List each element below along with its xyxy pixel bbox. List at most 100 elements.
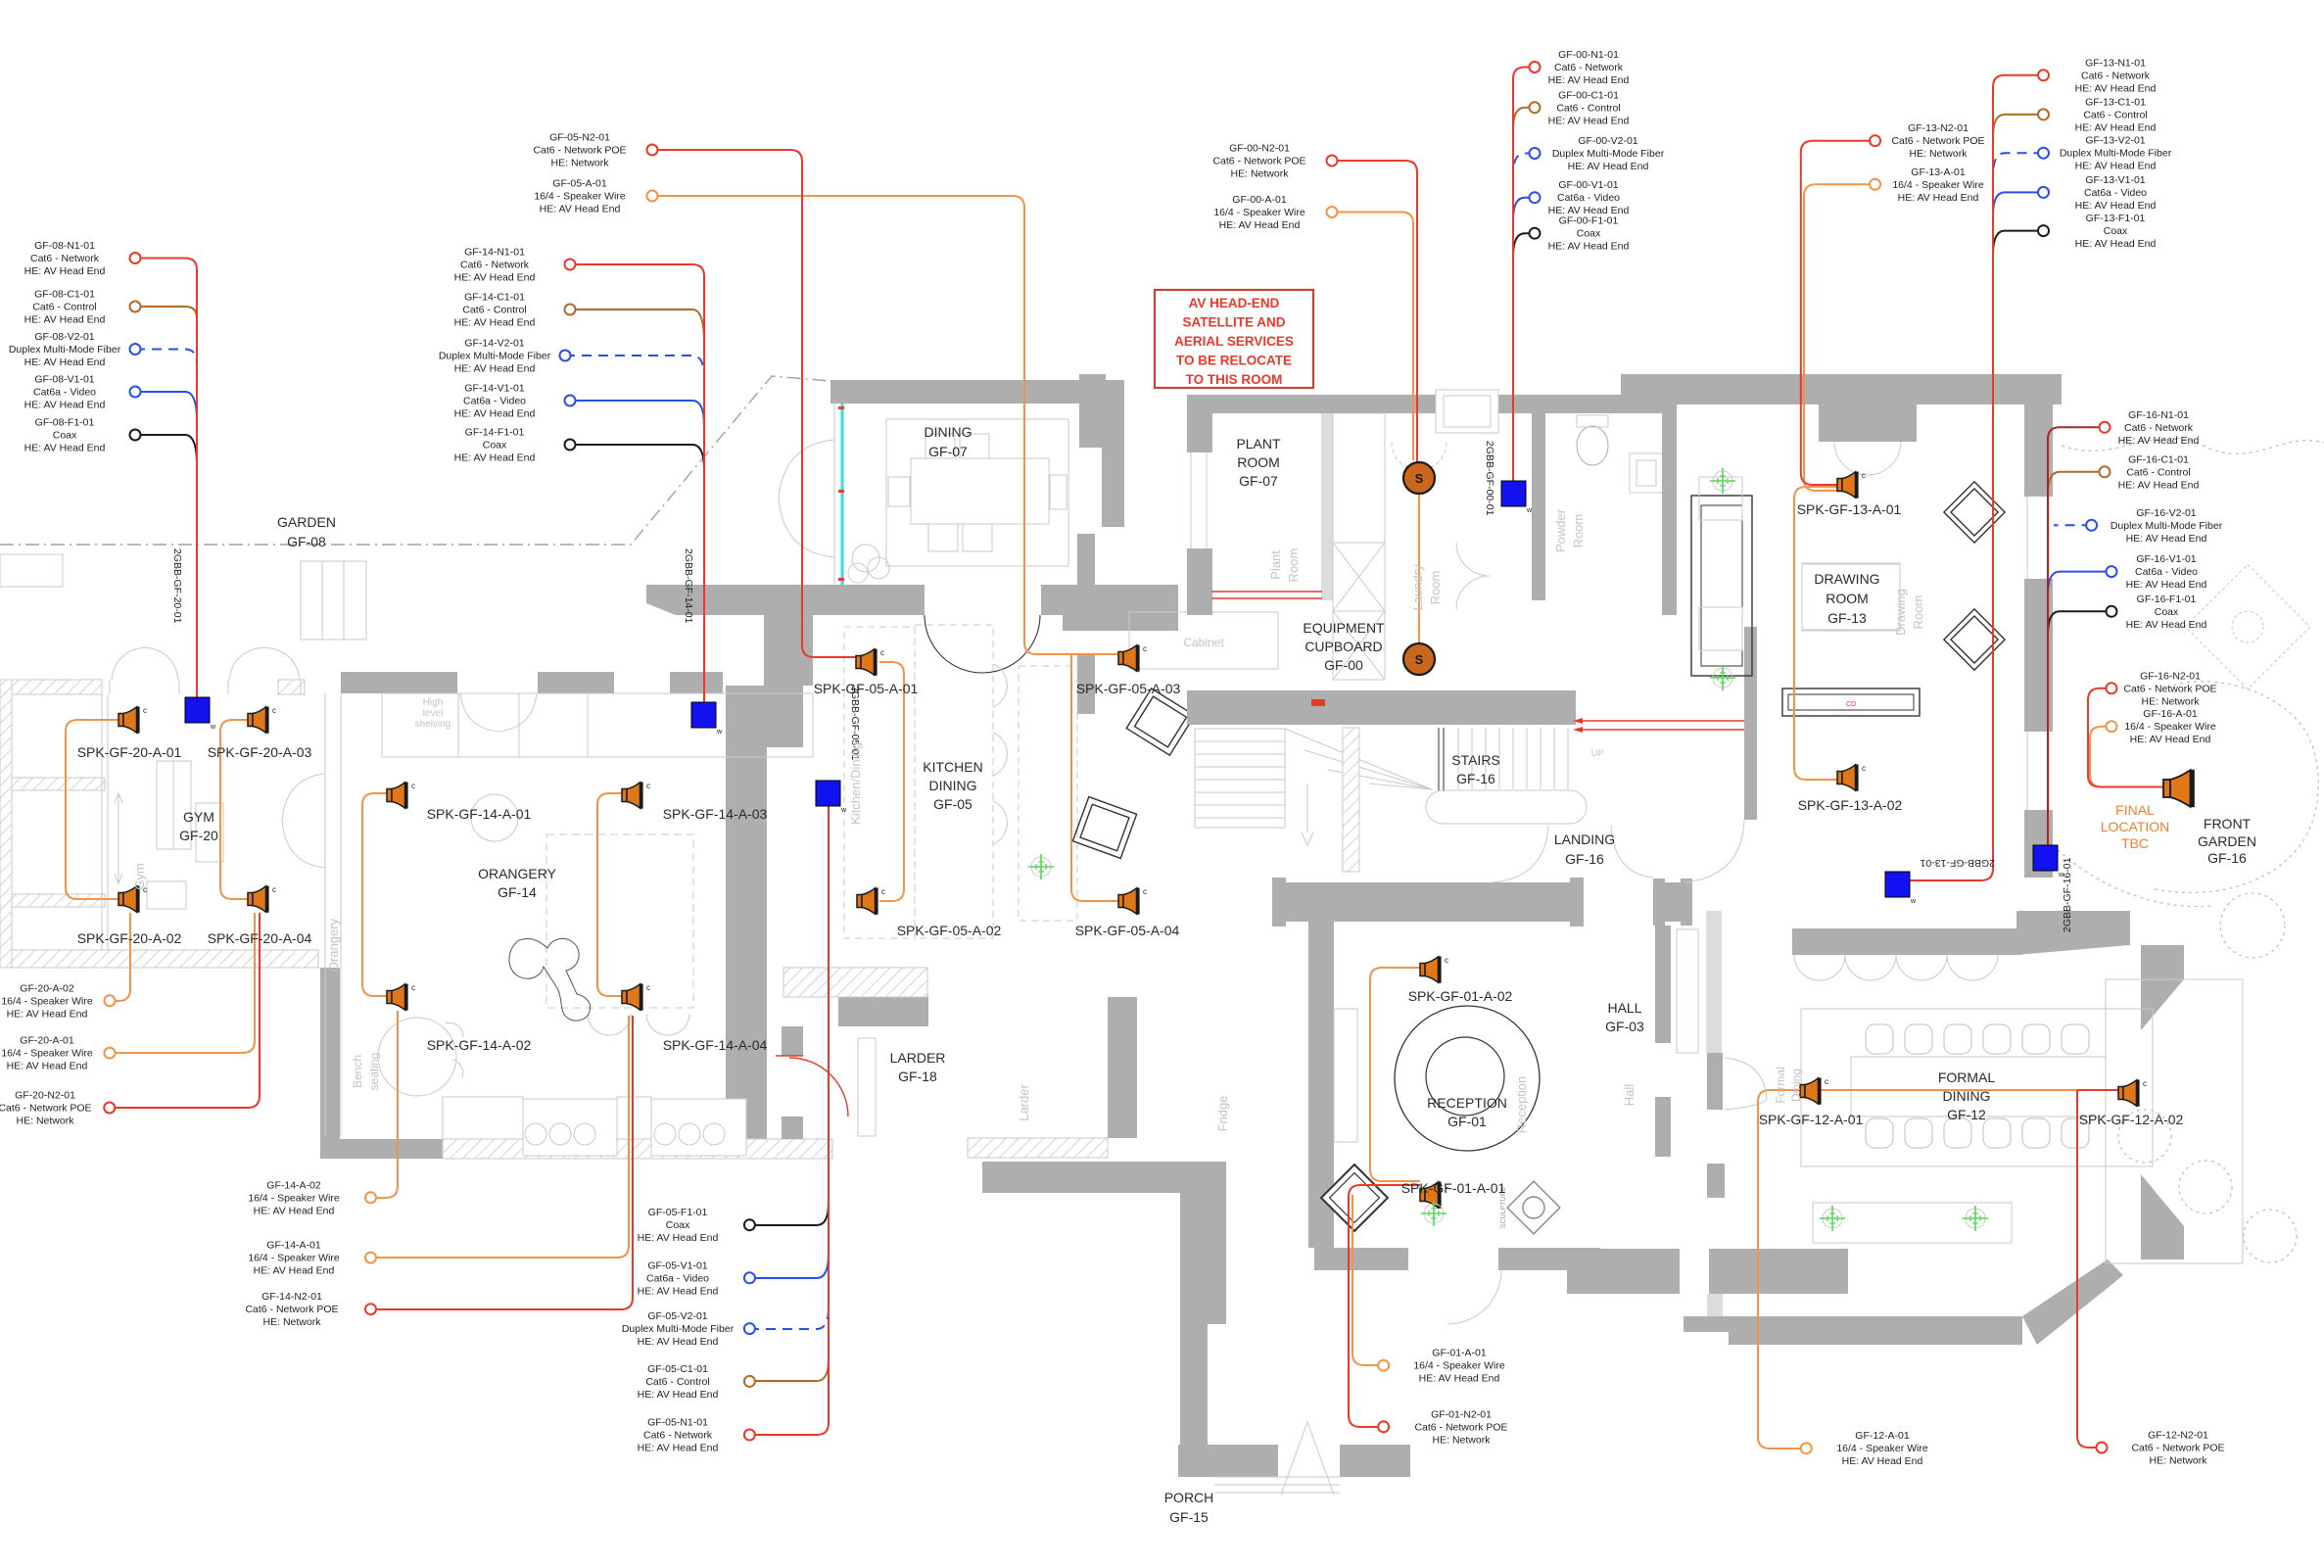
- svg-text:SPK-GF-13-A-01: SPK-GF-13-A-01: [1797, 501, 1902, 517]
- svg-text:KITCHEN: KITCHEN: [923, 759, 982, 775]
- svg-text:HE: AV Head End: HE: AV Head End: [24, 314, 106, 326]
- svg-text:FRONT: FRONT: [2204, 816, 2252, 832]
- svg-text:HE: AV Head End: HE: AV Head End: [24, 443, 106, 454]
- svg-text:16/4 - Speaker Wire: 16/4 - Speaker Wire: [1, 1048, 93, 1060]
- svg-text:PLANT: PLANT: [1236, 436, 1281, 451]
- svg-text:Cat6 - Control: Cat6 - Control: [645, 1376, 709, 1388]
- svg-text:TO BE RELOCATE: TO BE RELOCATE: [1176, 354, 1292, 368]
- svg-text:w: w: [2058, 872, 2064, 879]
- svg-text:16/4 - Speaker Wire: 16/4 - Speaker Wire: [1, 995, 93, 1007]
- svg-text:GF-08-N1-01: GF-08-N1-01: [34, 240, 95, 252]
- svg-text:AERIAL SERVICES: AERIAL SERVICES: [1174, 334, 1294, 349]
- svg-text:SPK-GF-20-A-01: SPK-GF-20-A-01: [77, 744, 182, 760]
- svg-text:Room: Room: [1911, 595, 1925, 630]
- svg-text:GF-05-V1-01: GF-05-V1-01: [647, 1259, 707, 1271]
- svg-text:GF-16-C1-01: GF-16-C1-01: [2128, 453, 2189, 465]
- svg-text:16/4 - Speaker Wire: 16/4 - Speaker Wire: [1836, 1443, 1928, 1454]
- svg-text:HE: AV Head End: HE: AV Head End: [638, 1336, 719, 1348]
- svg-text:c: c: [411, 983, 415, 992]
- svg-text:SCULPTURE: SCULPTURE: [1500, 1186, 1507, 1228]
- svg-text:HE: AV Head End: HE: AV Head End: [454, 452, 536, 464]
- svg-text:ORANGERY: ORANGERY: [478, 866, 557, 881]
- svg-text:Cat6a - Video: Cat6a - Video: [463, 396, 526, 407]
- svg-text:HE: AV Head End: HE: AV Head End: [1419, 1373, 1500, 1385]
- svg-text:Cat6 - Network POE: Cat6 - Network POE: [2131, 1443, 2224, 1454]
- svg-text:SPK-GF-14-A-04: SPK-GF-14-A-04: [663, 1037, 768, 1053]
- svg-text:HALL: HALL: [1607, 1000, 1641, 1016]
- svg-text:Reception: Reception: [1514, 1076, 1529, 1134]
- svg-text:GF-20-A-01: GF-20-A-01: [20, 1035, 74, 1047]
- svg-text:16/4 - Speaker Wire: 16/4 - Speaker Wire: [1213, 207, 1305, 218]
- svg-text:c: c: [880, 648, 884, 657]
- svg-text:GF-14-V1-01: GF-14-V1-01: [464, 383, 524, 395]
- svg-text:HE: Network: HE: Network: [2142, 695, 2201, 707]
- svg-text:Dining: Dining: [1789, 1069, 1803, 1102]
- svg-text:Duplex Multi-Mode Fiber: Duplex Multi-Mode Fiber: [622, 1323, 735, 1335]
- svg-text:Cat6 - Control: Cat6 - Control: [462, 305, 526, 316]
- svg-text:HE: AV Head End: HE: AV Head End: [1842, 1455, 1923, 1467]
- svg-text:c: c: [646, 983, 650, 992]
- svg-text:GARDEN: GARDEN: [2198, 833, 2256, 849]
- svg-text:DRAWING: DRAWING: [1814, 571, 1879, 587]
- svg-text:16/4 - Speaker Wire: 16/4 - Speaker Wire: [2124, 721, 2216, 733]
- svg-text:HE: AV Head End: HE: AV Head End: [254, 1205, 335, 1216]
- svg-text:Kitchen/Dining: Kitchen/Dining: [848, 742, 863, 825]
- svg-text:GF-00-C1-01: GF-00-C1-01: [1558, 89, 1619, 101]
- svg-text:w: w: [1910, 898, 1917, 905]
- svg-text:HE: AV Head End: HE: AV Head End: [1548, 74, 1630, 86]
- svg-text:2GBB-GF-14-01: 2GBB-GF-14-01: [683, 548, 694, 624]
- svg-text:DINING: DINING: [1943, 1088, 1991, 1104]
- svg-text:Duplex Multi-Mode Fiber: Duplex Multi-Mode Fiber: [9, 344, 121, 356]
- svg-text:GF-16-F1-01: GF-16-F1-01: [2137, 594, 2197, 605]
- svg-text:HE: Network: HE: Network: [263, 1316, 322, 1328]
- svg-text:Coax: Coax: [1577, 228, 1601, 240]
- svg-text:SPK-GF-01-A-02: SPK-GF-01-A-02: [1408, 988, 1513, 1004]
- svg-text:Formal: Formal: [1774, 1067, 1787, 1103]
- svg-text:GF-05-C1-01: GF-05-C1-01: [647, 1363, 708, 1375]
- svg-text:ROOM: ROOM: [1237, 454, 1280, 470]
- svg-text:EQUIPMENT: EQUIPMENT: [1303, 620, 1385, 636]
- svg-text:Duplex Multi-Mode Fiber: Duplex Multi-Mode Fiber: [2111, 520, 2223, 532]
- svg-text:Cat6 - Control: Cat6 - Control: [1556, 102, 1620, 114]
- svg-text:HE: AV Head End: HE: AV Head End: [2118, 479, 2200, 491]
- svg-text:Fridge: Fridge: [1215, 1096, 1230, 1132]
- svg-text:GF-20-A-02: GF-20-A-02: [20, 982, 74, 994]
- svg-text:HE: AV Head End: HE: AV Head End: [454, 317, 536, 329]
- svg-text:HE: AV Head End: HE: AV Head End: [2075, 121, 2157, 133]
- svg-text:Room: Room: [1286, 548, 1301, 583]
- svg-text:GF-16: GF-16: [1565, 851, 1604, 867]
- svg-text:HE: AV Head End: HE: AV Head End: [638, 1232, 719, 1244]
- svg-text:GF-16-N1-01: GF-16-N1-01: [2128, 409, 2189, 421]
- svg-text:DINING: DINING: [929, 778, 977, 793]
- svg-text:HE: AV Head End: HE: AV Head End: [1548, 115, 1630, 126]
- svg-text:GF-05-F1-01: GF-05-F1-01: [648, 1207, 708, 1218]
- svg-text:GF-20-N2-01: GF-20-N2-01: [15, 1090, 75, 1102]
- svg-text:SPK-GF-20-A-02: SPK-GF-20-A-02: [77, 930, 182, 946]
- svg-text:SPK-GF-14-A-03: SPK-GF-14-A-03: [663, 806, 768, 822]
- svg-text:Cat6a - Video: Cat6a - Video: [33, 387, 96, 399]
- svg-text:Cat6 - Network: Cat6 - Network: [1554, 62, 1624, 73]
- svg-text:Coax: Coax: [2155, 606, 2179, 618]
- svg-text:Laundry: Laundry: [1410, 564, 1425, 610]
- svg-text:Cat6a - Video: Cat6a - Video: [1557, 192, 1620, 204]
- svg-text:Cat6 - Network POE: Cat6 - Network POE: [533, 145, 626, 157]
- svg-text:Cat6 - Network POE: Cat6 - Network POE: [2123, 683, 2216, 694]
- svg-text:GF-08-V1-01: GF-08-V1-01: [34, 374, 94, 386]
- svg-text:level: level: [423, 708, 444, 719]
- svg-text:LANDING: LANDING: [1554, 832, 1615, 847]
- svg-text:PORCH: PORCH: [1164, 1490, 1214, 1505]
- svg-text:DINING: DINING: [925, 424, 972, 440]
- svg-text:HE: AV Head End: HE: AV Head End: [2075, 200, 2157, 212]
- svg-text:Cat6a - Video: Cat6a - Video: [2135, 566, 2198, 578]
- svg-text:HE: AV Head End: HE: AV Head End: [2075, 82, 2157, 94]
- svg-text:SPK-GF-05-A-02: SPK-GF-05-A-02: [897, 923, 1002, 938]
- svg-text:Hall: Hall: [1622, 1084, 1636, 1107]
- svg-text:S: S: [1415, 471, 1424, 486]
- svg-text:TO THIS ROOM: TO THIS ROOM: [1186, 372, 1283, 387]
- svg-text:LARDER: LARDER: [890, 1050, 946, 1066]
- svg-text:2GBB-GF-16-01: 2GBB-GF-16-01: [2062, 857, 2073, 932]
- svg-text:HE: AV Head End: HE: AV Head End: [24, 400, 106, 411]
- svg-text:SPK-GF-20-A-04: SPK-GF-20-A-04: [208, 930, 312, 946]
- svg-text:Coax: Coax: [2104, 225, 2128, 237]
- svg-text:Cat6 - Network POE: Cat6 - Network POE: [245, 1304, 338, 1315]
